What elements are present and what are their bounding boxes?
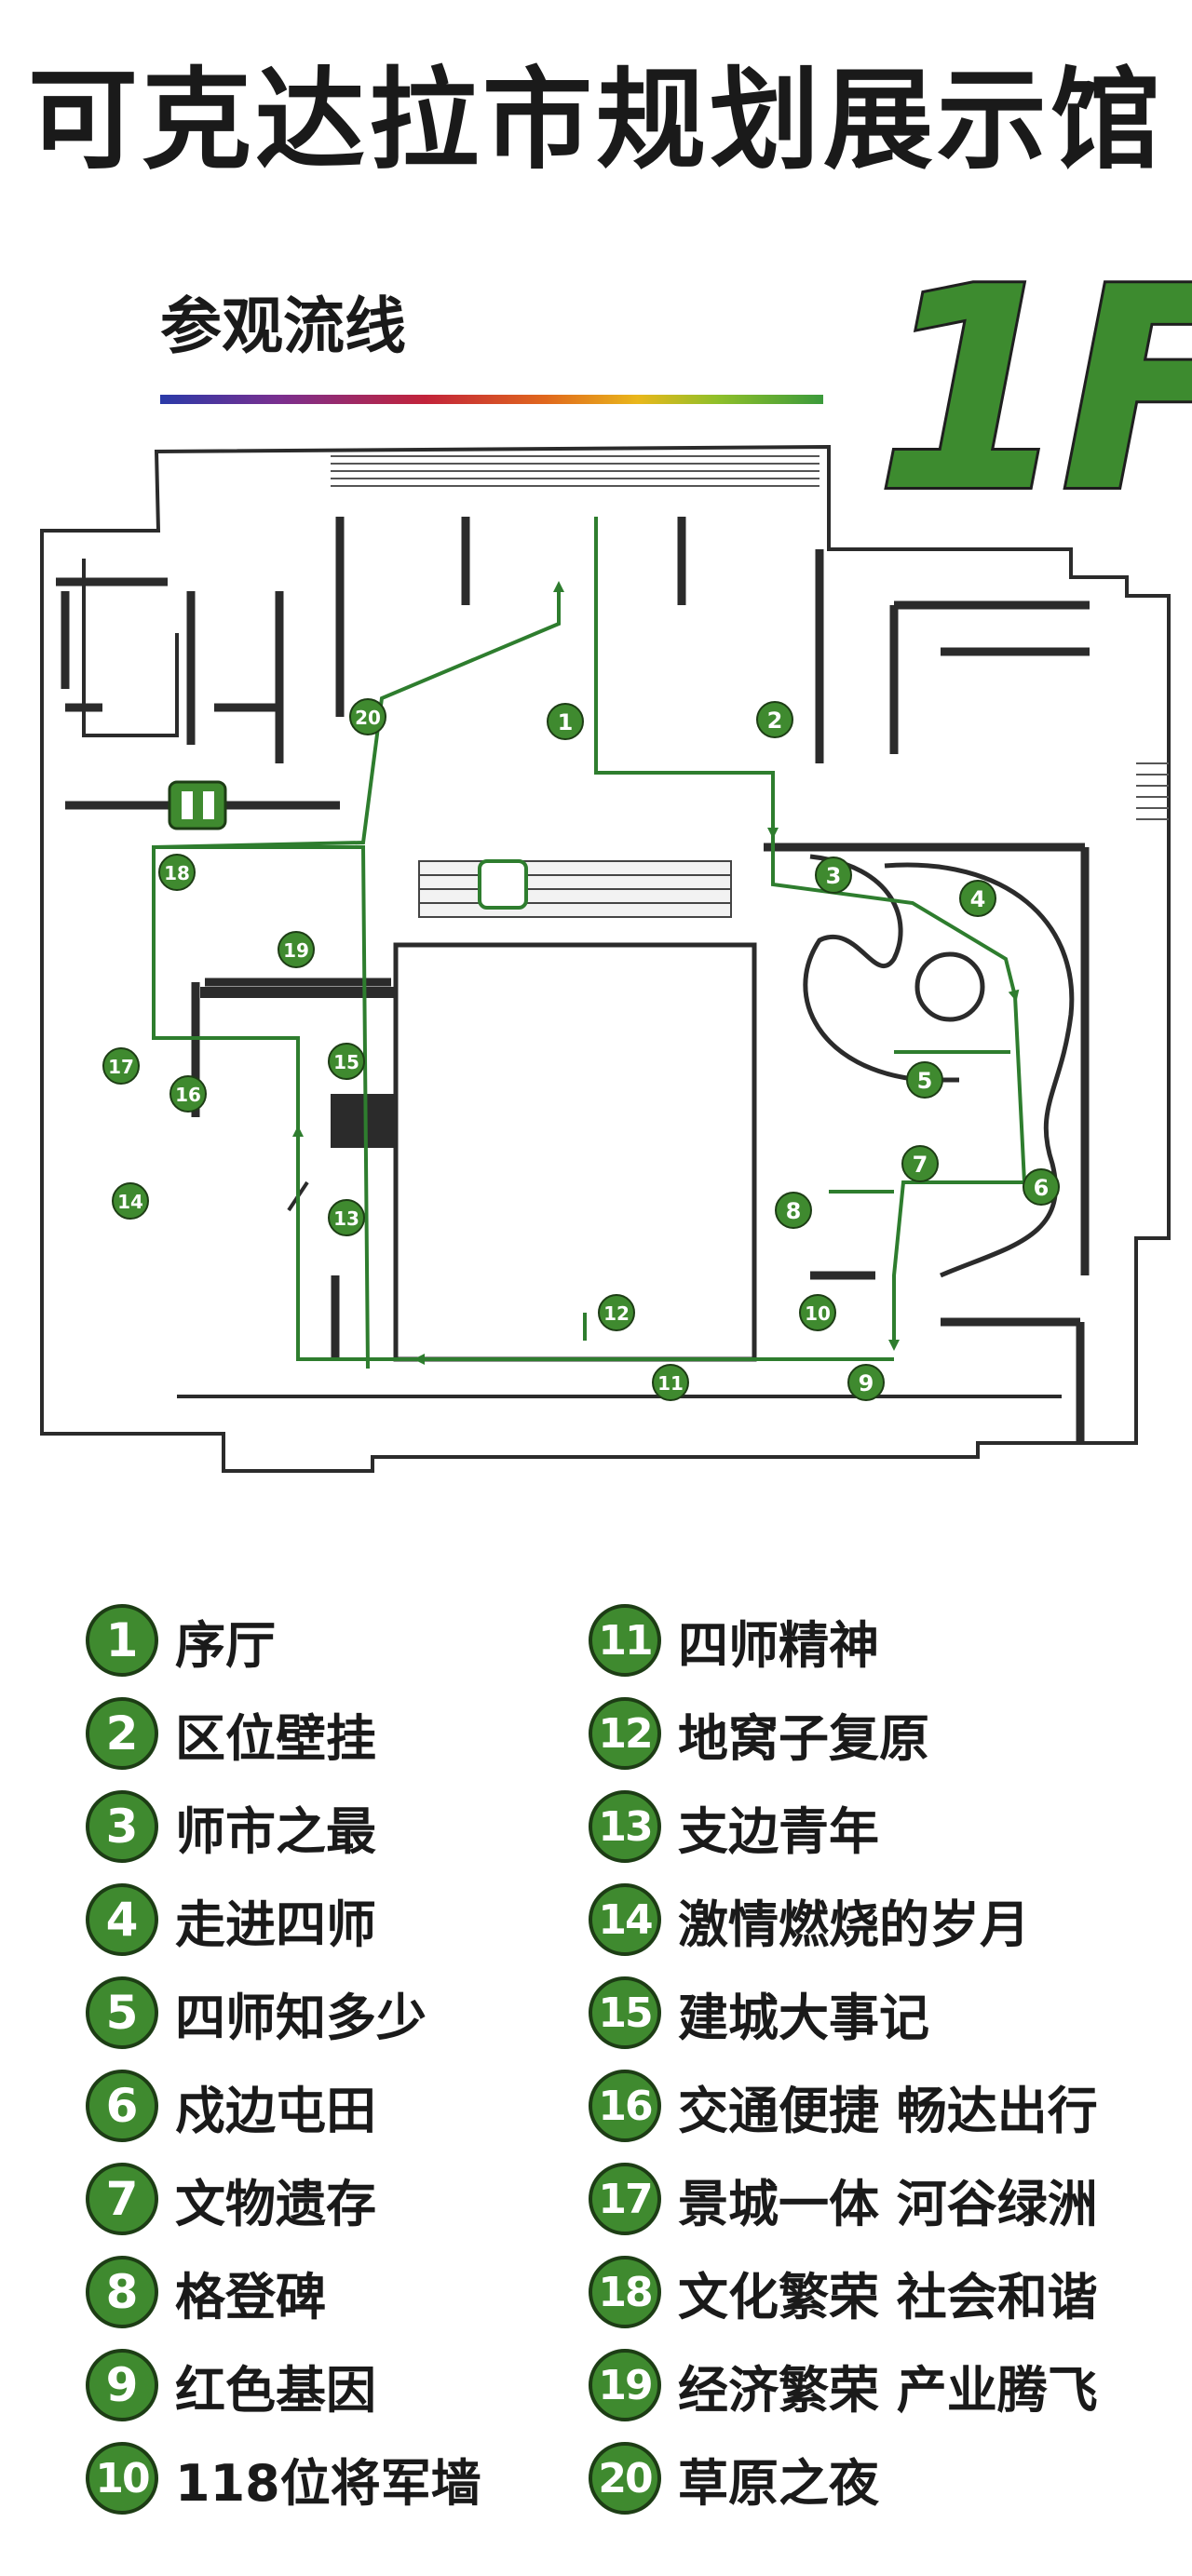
map-marker-18: 18: [164, 862, 190, 884]
number-badge: 13: [589, 1790, 661, 1863]
legend-item: 4 走进四师: [86, 1882, 376, 1957]
map-marker-13: 13: [333, 1207, 359, 1230]
map-marker-9: 9: [859, 1370, 874, 1396]
legend-label: 支边青年: [678, 1801, 879, 1861]
legend-item: 5 四师知多少: [86, 1976, 427, 2050]
map-marker-11: 11: [657, 1372, 684, 1395]
map-marker-15: 15: [333, 1051, 359, 1073]
subtitle: 参观流线: [160, 290, 406, 362]
legend-item: 13 支边青年: [589, 1789, 879, 1864]
legend-label: 四师知多少: [175, 1988, 427, 2047]
legend-item: 6 戍边屯田: [86, 2069, 376, 2143]
number-badge: 2: [86, 1697, 158, 1770]
escalator-icon: [478, 859, 528, 910]
legend-label: 交通便捷 畅达出行: [678, 2081, 1098, 2140]
legend-item: 19 经济繁荣 产业腾飞: [589, 2348, 1098, 2422]
legend-label: 景城一体 河谷绿洲: [678, 2174, 1098, 2233]
map-marker-5: 5: [917, 1068, 933, 1094]
floor-label: 1F: [873, 228, 1192, 553]
number-badge: 4: [86, 1883, 158, 1956]
legend-label: 文化繁荣 社会和谐: [678, 2267, 1098, 2326]
legend-label: 红色基因: [175, 2360, 376, 2420]
map-marker-19: 19: [283, 939, 309, 962]
legend-item: 15 建城大事记: [589, 1976, 929, 2050]
number-badge: 15: [589, 1976, 661, 2049]
map-marker-6: 6: [1034, 1175, 1050, 1201]
legend-label: 118位将军墙: [175, 2453, 481, 2513]
legend-item: 2 区位壁挂: [86, 1696, 376, 1771]
legend-item: 14 激情燃烧的岁月: [589, 1882, 1030, 1957]
number-badge: 1: [86, 1604, 158, 1677]
number-badge: 10: [86, 2442, 158, 2515]
number-badge: 19: [589, 2349, 661, 2421]
page-title: 可克达拉市规划展示馆: [27, 56, 1164, 184]
legend-item: 8 格登碑: [86, 2255, 326, 2329]
map-marker-3: 3: [826, 863, 842, 889]
legend-item: 10 118位将军墙: [86, 2441, 481, 2515]
legend-item: 17 景城一体 河谷绿洲: [589, 2162, 1098, 2236]
map-marker-8: 8: [786, 1198, 802, 1224]
legend-label: 戍边屯田: [175, 2081, 376, 2140]
legend-item: 7 文物遗存: [86, 2162, 376, 2236]
number-badge: 3: [86, 1790, 158, 1863]
legend-label: 区位壁挂: [175, 1708, 376, 1768]
legend-item: 16 交通便捷 畅达出行: [589, 2069, 1098, 2143]
map-marker-4: 4: [970, 886, 986, 912]
number-badge: 8: [86, 2256, 158, 2328]
legend-label: 师市之最: [175, 1801, 376, 1861]
legend-label: 激情燃烧的岁月: [678, 1895, 1030, 1954]
number-badge: 18: [589, 2256, 661, 2328]
visitor-route: [152, 517, 1027, 1369]
legend-label: 草原之夜: [678, 2453, 879, 2513]
number-badge: 11: [589, 1604, 661, 1677]
number-badge: 20: [589, 2442, 661, 2515]
legend-item: 12 地窝子复原: [589, 1696, 929, 1771]
number-badge: 14: [589, 1883, 661, 1956]
number-badge: 17: [589, 2163, 661, 2235]
map-markers: 1 2 3 4 5 6 7 8 9 10 11 12 13 14 15 16 1…: [102, 698, 1060, 1401]
number-badge: 7: [86, 2163, 158, 2235]
rainbow-divider: [160, 395, 823, 404]
map-marker-14: 14: [117, 1191, 143, 1213]
legend-item: 1 序厅: [86, 1603, 276, 1678]
restroom-icon: [168, 780, 227, 830]
legend-label: 地窝子复原: [678, 1708, 929, 1768]
number-badge: 16: [589, 2070, 661, 2142]
escalator: [418, 860, 732, 918]
map-marker-2: 2: [767, 708, 783, 734]
legend-item: 18 文化繁荣 社会和谐: [589, 2255, 1098, 2329]
number-badge: 12: [589, 1697, 661, 1770]
map-marker-16: 16: [175, 1084, 201, 1106]
building-outline: [40, 444, 1171, 1473]
legend-label: 经济繁荣 产业腾飞: [678, 2360, 1098, 2420]
legend-label: 走进四师: [175, 1895, 376, 1954]
number-badge: 9: [86, 2349, 158, 2421]
central-hall: [393, 942, 757, 1362]
legend-label: 序厅: [175, 1615, 276, 1675]
map-marker-12: 12: [603, 1302, 630, 1325]
map-marker-20: 20: [355, 707, 381, 729]
legend-label: 文物遗存: [175, 2174, 376, 2233]
legend-item: 3 师市之最: [86, 1789, 376, 1864]
legend-label: 四师精神: [678, 1615, 879, 1675]
legend-item: 11 四师精神: [589, 1603, 879, 1678]
number-badge: 5: [86, 1976, 158, 2049]
dark-blocks: [200, 987, 400, 1148]
map-marker-7: 7: [913, 1152, 928, 1178]
map-marker-10: 10: [805, 1302, 831, 1325]
stairs-right: [1136, 762, 1169, 820]
map-marker-17: 17: [108, 1056, 134, 1078]
legend-item: 9 红色基因: [86, 2348, 376, 2422]
map-marker-1: 1: [558, 709, 574, 735]
legend-item: 20 草原之夜: [589, 2441, 879, 2515]
number-badge: 6: [86, 2070, 158, 2142]
stairs-top: [331, 455, 820, 487]
floor-plan-map: 1 2 3 4 5 6 7 8 9 10 11 12 13 14 15 16 1…: [40, 444, 1171, 1473]
legend-label: 建城大事记: [678, 1988, 929, 2047]
legend-label: 格登碑: [175, 2267, 326, 2326]
